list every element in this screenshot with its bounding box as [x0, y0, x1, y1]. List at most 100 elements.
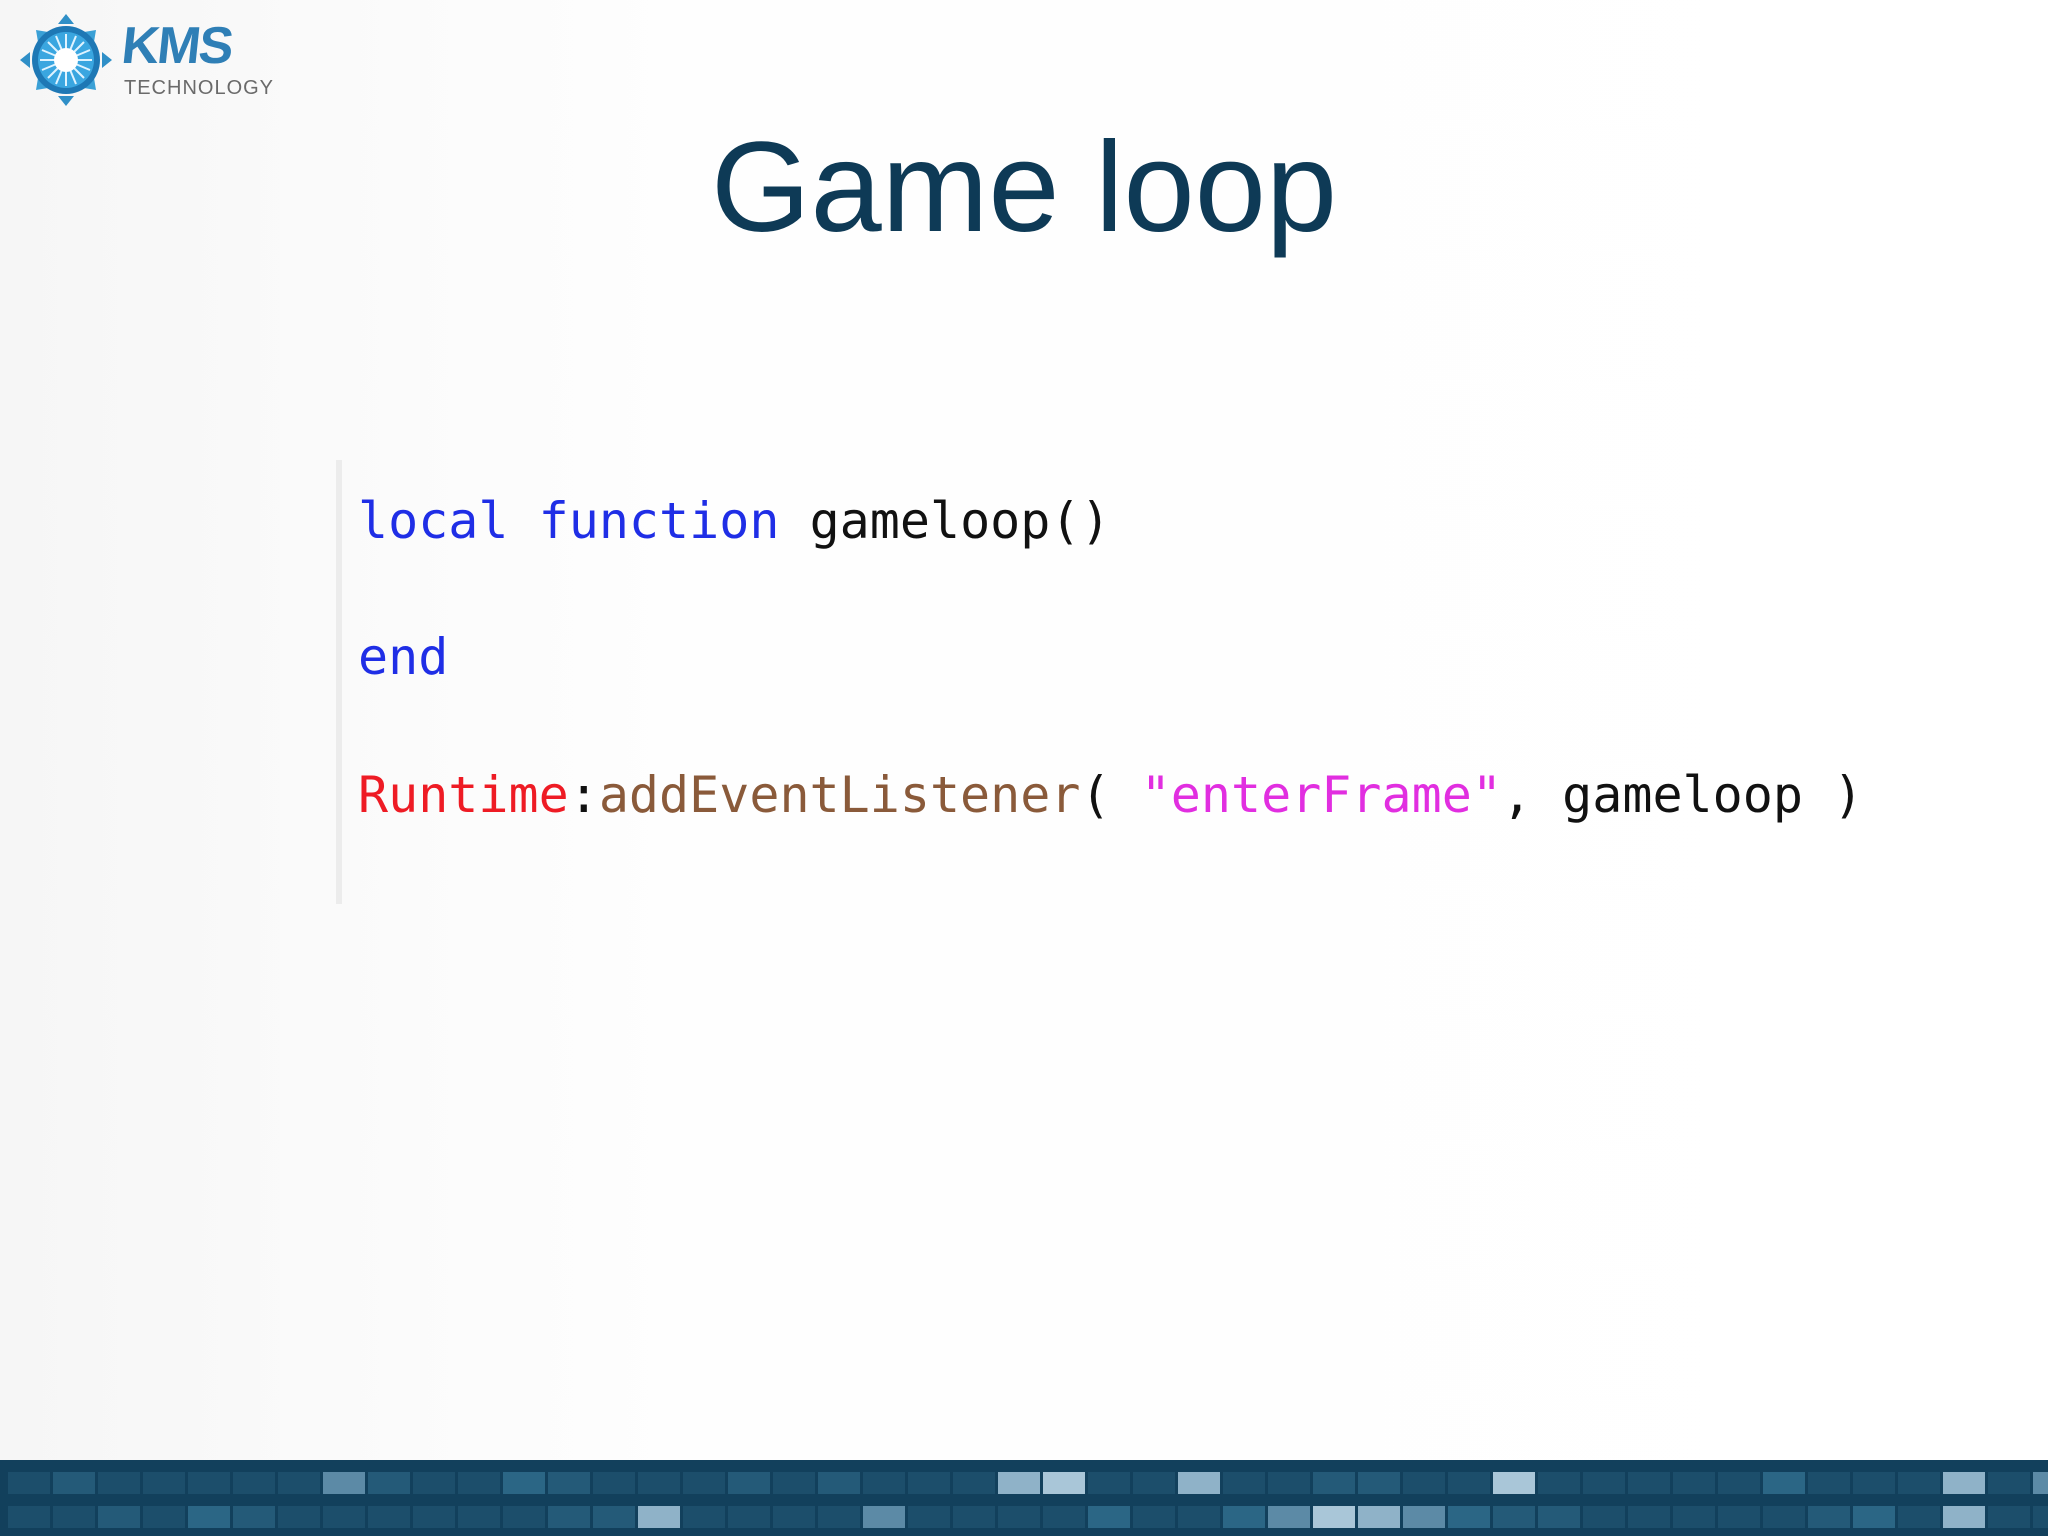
- footer-tile: [1448, 1472, 1490, 1494]
- footer-tile: [1313, 1506, 1355, 1528]
- footer-tile: [548, 1472, 590, 1494]
- footer-tile: [1988, 1472, 2030, 1494]
- footer-tile: [1898, 1472, 1940, 1494]
- footer-tile: [98, 1506, 140, 1528]
- footer-tile: [773, 1472, 815, 1494]
- footer-tile: [593, 1472, 635, 1494]
- code-line-end: end: [358, 632, 448, 682]
- footer-tile: [8, 1506, 50, 1528]
- footer-tile: [1358, 1472, 1400, 1494]
- footer-tile: [1628, 1472, 1670, 1494]
- footer-tile: [908, 1472, 950, 1494]
- footer-tile: [1358, 1506, 1400, 1528]
- comma-separator: ,: [1501, 766, 1563, 824]
- footer-tile: [98, 1472, 140, 1494]
- method-name: addEventListener: [598, 766, 1081, 824]
- footer-tile: [953, 1472, 995, 1494]
- footer-tile: [1223, 1472, 1265, 1494]
- footer-tile: [863, 1472, 905, 1494]
- footer-tile: [593, 1506, 635, 1528]
- footer-tile: [1673, 1472, 1715, 1494]
- footer-tile: [1313, 1472, 1355, 1494]
- footer-tile: [1133, 1506, 1175, 1528]
- runtime-object: Runtime: [358, 766, 569, 824]
- footer-tile: [1088, 1506, 1130, 1528]
- footer-tile: [503, 1472, 545, 1494]
- footer-tile: [1583, 1506, 1625, 1528]
- footer-tile: [1493, 1506, 1535, 1528]
- footer-tile: [53, 1472, 95, 1494]
- footer-tile: [188, 1506, 230, 1528]
- footer-tile: [233, 1506, 275, 1528]
- footer-tile: [1718, 1506, 1760, 1528]
- footer-tile: [1988, 1506, 2030, 1528]
- event-string: "enterFrame": [1140, 766, 1502, 824]
- footer-tile: [1538, 1472, 1580, 1494]
- footer-tile: [818, 1506, 860, 1528]
- logo-emblem-icon: [20, 14, 112, 106]
- footer-tile: [1268, 1506, 1310, 1528]
- footer-tile: [1943, 1472, 1985, 1494]
- footer-tile: [278, 1506, 320, 1528]
- footer-tile: [638, 1472, 680, 1494]
- footer-tile: [818, 1472, 860, 1494]
- footer-tile: [53, 1506, 95, 1528]
- footer-tile: [638, 1506, 680, 1528]
- footer-tile: [1808, 1472, 1850, 1494]
- listener-argument: gameloop: [1562, 766, 1803, 824]
- logo-subtitle: TECHNOLOGY: [124, 77, 275, 99]
- footer-tile: [503, 1506, 545, 1528]
- footer-tile: [458, 1472, 500, 1494]
- footer-tile: [683, 1506, 725, 1528]
- footer-tile: [1133, 1472, 1175, 1494]
- footer-tile: [1718, 1472, 1760, 1494]
- footer-tile: [1403, 1472, 1445, 1494]
- close-paren: ): [1802, 766, 1864, 824]
- footer-tile: [953, 1506, 995, 1528]
- footer-tile: [1268, 1472, 1310, 1494]
- function-name: gameloop(): [809, 492, 1111, 550]
- keyword-function: function: [538, 492, 780, 550]
- footer-tile: [548, 1506, 590, 1528]
- code-line-add-listener: Runtime:addEventListener( "enterFrame", …: [358, 770, 1863, 820]
- footer-tile: [413, 1472, 455, 1494]
- footer-tile: [323, 1472, 365, 1494]
- footer-tile: [728, 1472, 770, 1494]
- open-paren: (: [1080, 766, 1141, 824]
- footer-tile: [458, 1506, 500, 1528]
- footer-tile: [1043, 1506, 1085, 1528]
- footer-tile: [1178, 1472, 1220, 1494]
- footer-tile: [1673, 1506, 1715, 1528]
- footer-tile: [1178, 1506, 1220, 1528]
- footer-tile: [1583, 1472, 1625, 1494]
- footer-tile: [143, 1506, 185, 1528]
- code-line-function-declaration: local function gameloop(): [358, 496, 1111, 546]
- footer-tile: [1898, 1506, 1940, 1528]
- colon-operator: :: [568, 766, 599, 824]
- footer-tile: [1763, 1472, 1805, 1494]
- footer-tile: [1853, 1506, 1895, 1528]
- keyword-local: local: [358, 492, 509, 550]
- footer-tile: [1538, 1506, 1580, 1528]
- footer-tile: [908, 1506, 950, 1528]
- footer-tile: [1043, 1472, 1085, 1494]
- footer-tile: [1853, 1472, 1895, 1494]
- footer-tile: [1403, 1506, 1445, 1528]
- keyword-end: end: [358, 628, 449, 686]
- footer-tile: [368, 1472, 410, 1494]
- footer-tile: [1088, 1472, 1130, 1494]
- code-snippet: local function gameloop() end Runtime:ad…: [336, 460, 1872, 904]
- footer-tile: [998, 1506, 1040, 1528]
- footer-tile-pattern: [8, 1472, 2048, 1528]
- footer-tile: [1493, 1472, 1535, 1494]
- footer-tile: [323, 1506, 365, 1528]
- footer-tile: [368, 1506, 410, 1528]
- footer-tile: [413, 1506, 455, 1528]
- footer-tile: [233, 1472, 275, 1494]
- footer-tile: [2033, 1506, 2048, 1528]
- footer-tile: [683, 1472, 725, 1494]
- footer-tile: [143, 1472, 185, 1494]
- footer-tile: [278, 1472, 320, 1494]
- footer-tile: [1628, 1506, 1670, 1528]
